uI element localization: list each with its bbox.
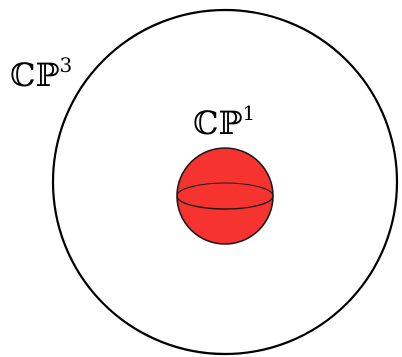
outer-space-label-base: ℂℙ: [10, 56, 60, 94]
inner-space-label-base: ℂℙ: [193, 104, 243, 142]
inner-space-label-exponent: 1: [243, 101, 256, 125]
sphere-equator-front: [176, 195, 274, 210]
inner-space-label: ℂℙ1: [193, 101, 255, 142]
inner-sphere: [176, 147, 274, 245]
outer-space-label: ℂℙ3: [10, 53, 72, 94]
sphere-equator-back: [176, 182, 274, 197]
sphere-body: [176, 147, 274, 245]
outer-circle: [51, 8, 399, 356]
outer-space-label-exponent: 3: [60, 53, 73, 77]
